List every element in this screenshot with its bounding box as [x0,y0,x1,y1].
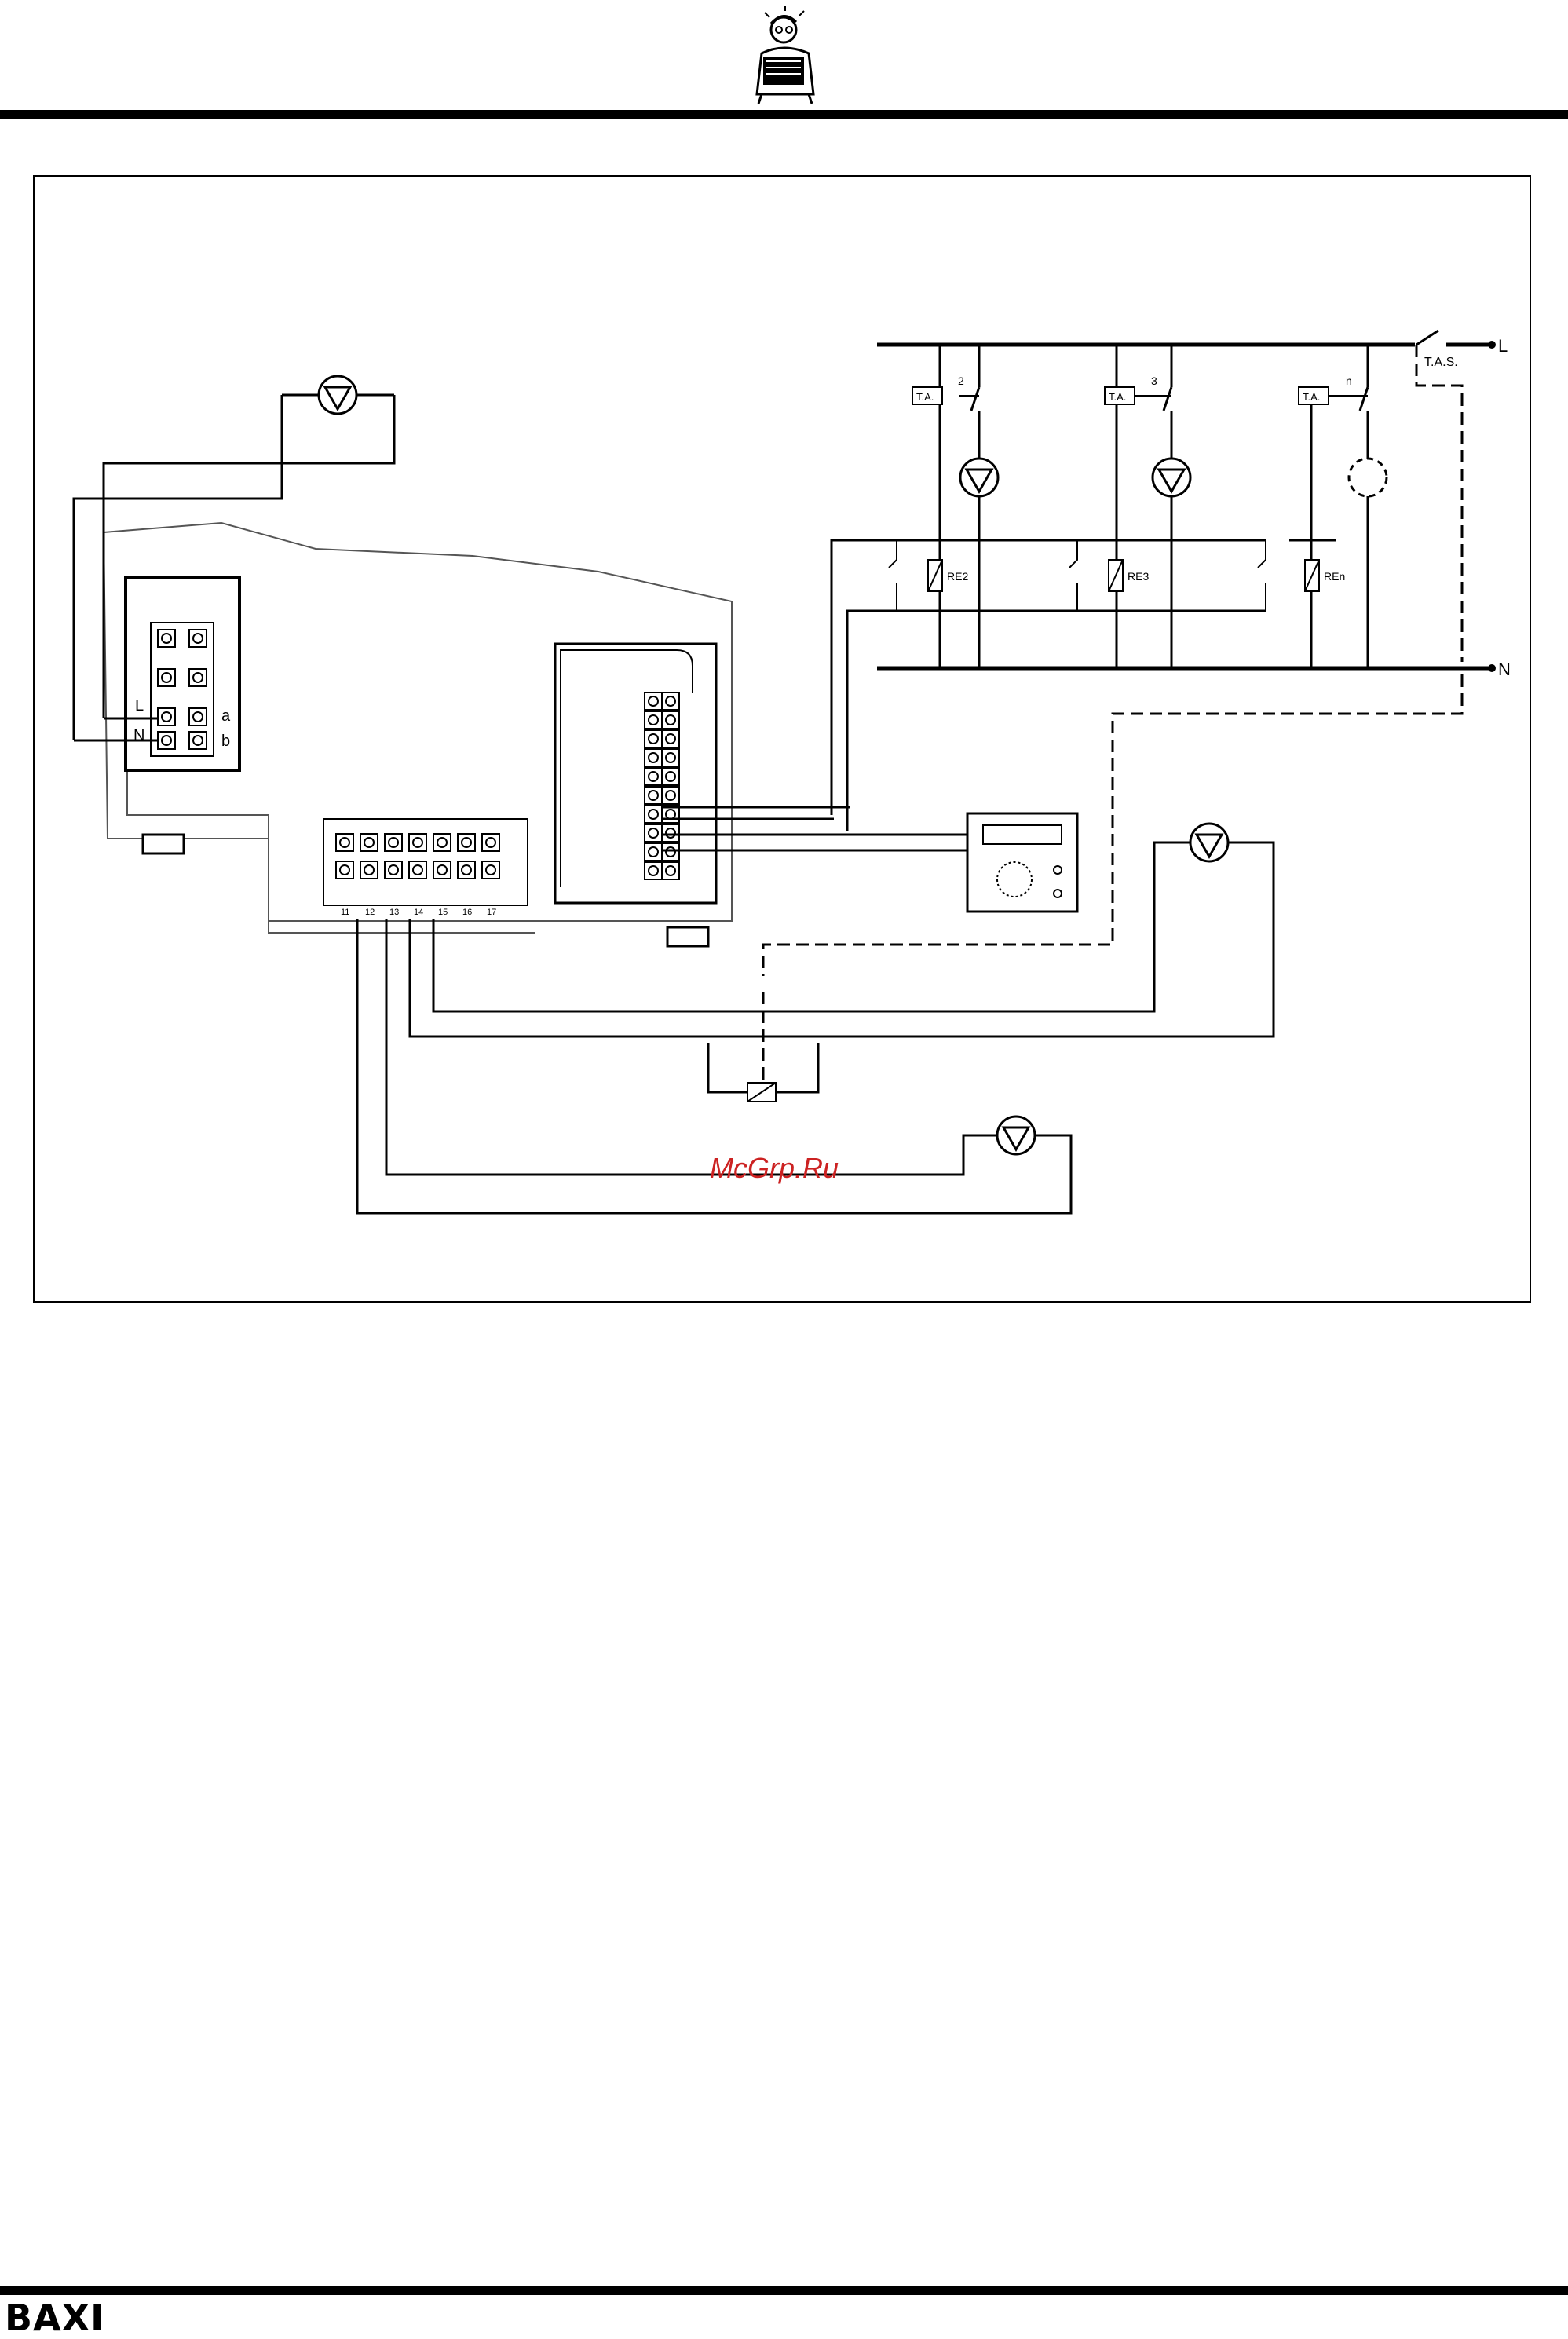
svg-text:a: a [221,707,231,725]
control-terminal [644,861,663,880]
svg-text:L: L [135,697,144,714]
control-terminal [644,692,663,711]
auxiliary-terminal-strip: 11 12 13 14 15 16 17 [323,818,528,917]
svg-text:11: 11 [341,908,349,917]
aux-terminal [360,833,378,852]
live-label: L [1498,336,1508,356]
aux-terminal [335,833,354,852]
control-terminal [644,767,663,786]
fuse-holder-1 [141,833,185,855]
control-terminal [644,842,663,861]
aux-terminal [433,861,451,879]
main-pump-icon [317,375,358,415]
control-terminal [661,767,680,786]
timer-dial-icon [996,861,1033,897]
zone-3: T.A. 3 RE3 [1069,345,1192,668]
svg-text:b: b [221,733,230,750]
aux-terminal [481,861,500,879]
control-terminal [661,692,680,711]
svg-text:14: 14 [414,908,423,917]
control-box [554,642,718,905]
zone-2: T.A. 2 RE2 [888,345,1000,668]
zone-n-pump-icon [1347,457,1388,498]
neutral-label: N [1498,660,1511,679]
aux-terminal [481,833,500,852]
boiler-outline [102,521,733,922]
control-terminal [644,711,663,729]
svg-text:RE3: RE3 [1128,570,1149,583]
diverter-valve-actuator [707,992,820,1102]
zone-3-pump-icon [1151,457,1192,498]
aux-terminal [335,861,354,879]
zone-2-pump-icon [959,457,1000,498]
room-thermostat-2 [912,386,943,405]
aux-terminal [408,833,427,852]
control-terminal [644,805,663,824]
svg-text:16: 16 [462,908,472,917]
mains-terminal-board: L N a b [124,576,241,772]
svg-text:n: n [1346,375,1352,387]
svg-text:12: 12 [365,908,375,917]
control-terminal [661,729,680,748]
svg-text:N: N [133,727,144,744]
dhw-pump-icon [1189,822,1230,863]
svg-text:17: 17 [487,908,496,917]
bottom-pump-icon [996,1115,1036,1156]
control-terminal [644,786,663,805]
programmer-timer [966,812,1079,913]
control-terminal [661,824,680,842]
control-terminal [644,824,663,842]
zone-n: T.A. n REn [1257,345,1388,668]
header-rule [0,110,1568,119]
aux-terminal [384,833,403,852]
control-terminal [644,748,663,767]
control-terminal [661,786,680,805]
svg-text:T.A.: T.A. [1109,391,1126,403]
footer-rule [0,2286,1568,2295]
svg-text:13: 13 [389,908,399,917]
aux-terminal [360,861,378,879]
svg-text:T.A.: T.A. [916,391,934,403]
control-terminal [661,711,680,729]
aux-terminal [457,833,476,852]
control-terminal [661,861,680,880]
fuse-holder-2 [666,926,710,948]
aux-terminal [408,861,427,879]
watermark: McGrp.Ru [710,1152,839,1184]
control-terminal [644,729,663,748]
control-terminal [661,842,680,861]
svg-text:15: 15 [438,908,448,917]
tas-label: T.A.S. [1424,356,1458,369]
svg-text:2: 2 [958,375,964,387]
svg-text:REn: REn [1324,570,1345,583]
aux-terminal [384,861,403,879]
svg-text:3: 3 [1151,375,1157,387]
svg-text:T.A.: T.A. [1303,391,1320,403]
tas-switch [1416,329,1439,346]
control-terminal [661,748,680,767]
aux-terminal [457,861,476,879]
wiring-diagram: L N T.A.S. T.A. 2 RE2 T.A. 3 RE3 [72,329,1511,1215]
brand-logo: BAXI [5,2297,105,2339]
aux-terminal [433,833,451,852]
diagram-frame [33,175,1531,1303]
svg-text:RE2: RE2 [947,570,968,583]
reading-man-icon [755,6,815,104]
